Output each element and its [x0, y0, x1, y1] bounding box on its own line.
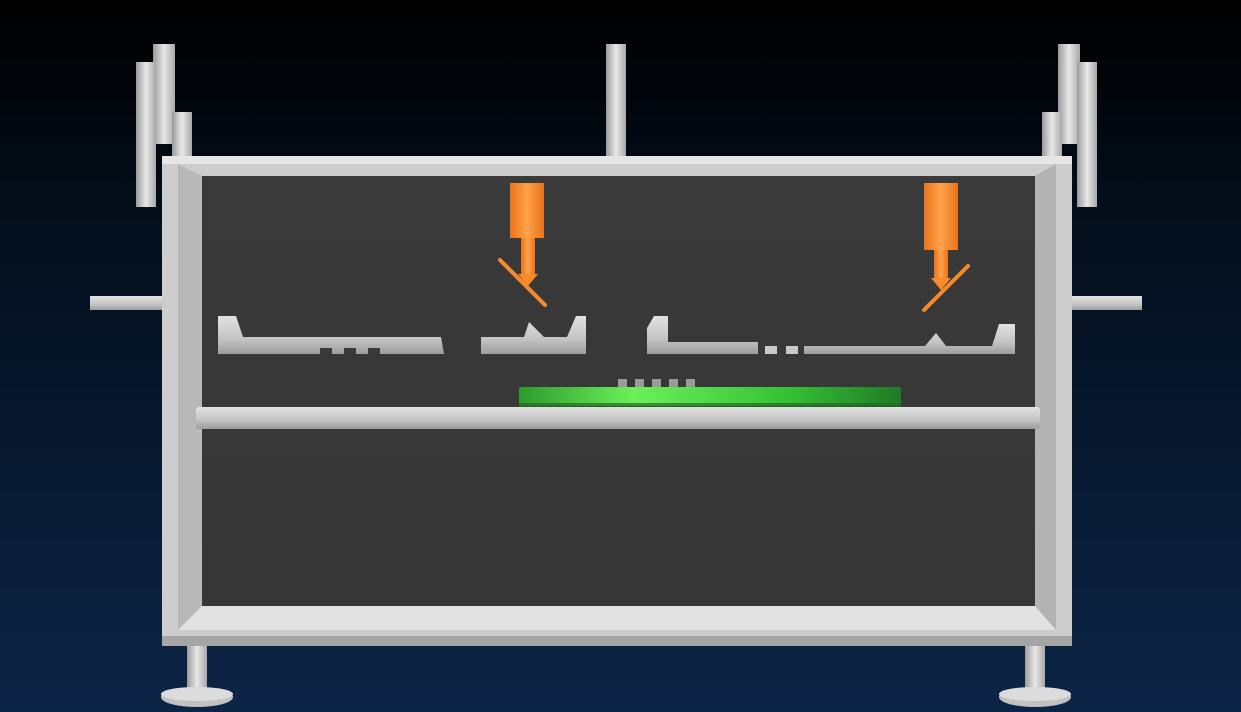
squeegee-right-icon — [922, 183, 970, 312]
chamber-frame-highlight — [162, 156, 1072, 164]
frame-inner-bevel-left — [178, 164, 202, 630]
right-foot — [999, 646, 1071, 707]
chamber-frame-shadow-bottom — [162, 636, 1072, 646]
pcb-pad — [652, 379, 661, 387]
pcb-pad — [686, 379, 695, 387]
left-side-rail — [90, 296, 166, 310]
pcb-pads — [618, 379, 695, 387]
right-guide-post — [1042, 44, 1097, 207]
frame-inner-bevel-bottom — [178, 606, 1056, 630]
squeegee-left-icon — [498, 183, 547, 307]
pcb-pad — [618, 379, 627, 387]
stencil-segment-3 — [647, 316, 798, 354]
pcb-board-shadow — [519, 403, 901, 407]
frame-inner-bevel-right — [1035, 164, 1056, 630]
pcb-pad — [669, 379, 678, 387]
left-guide-post — [136, 44, 192, 207]
stencil-segment-2 — [481, 316, 586, 354]
pcb-pad — [635, 379, 644, 387]
center-top-rod — [606, 44, 626, 162]
right-side-rail — [1066, 296, 1142, 310]
board-support-bar — [196, 407, 1040, 429]
pcb-board — [519, 387, 901, 406]
stencil-segment-1 — [218, 316, 444, 354]
left-foot — [161, 646, 233, 707]
stencil-segment-4 — [804, 324, 1015, 354]
